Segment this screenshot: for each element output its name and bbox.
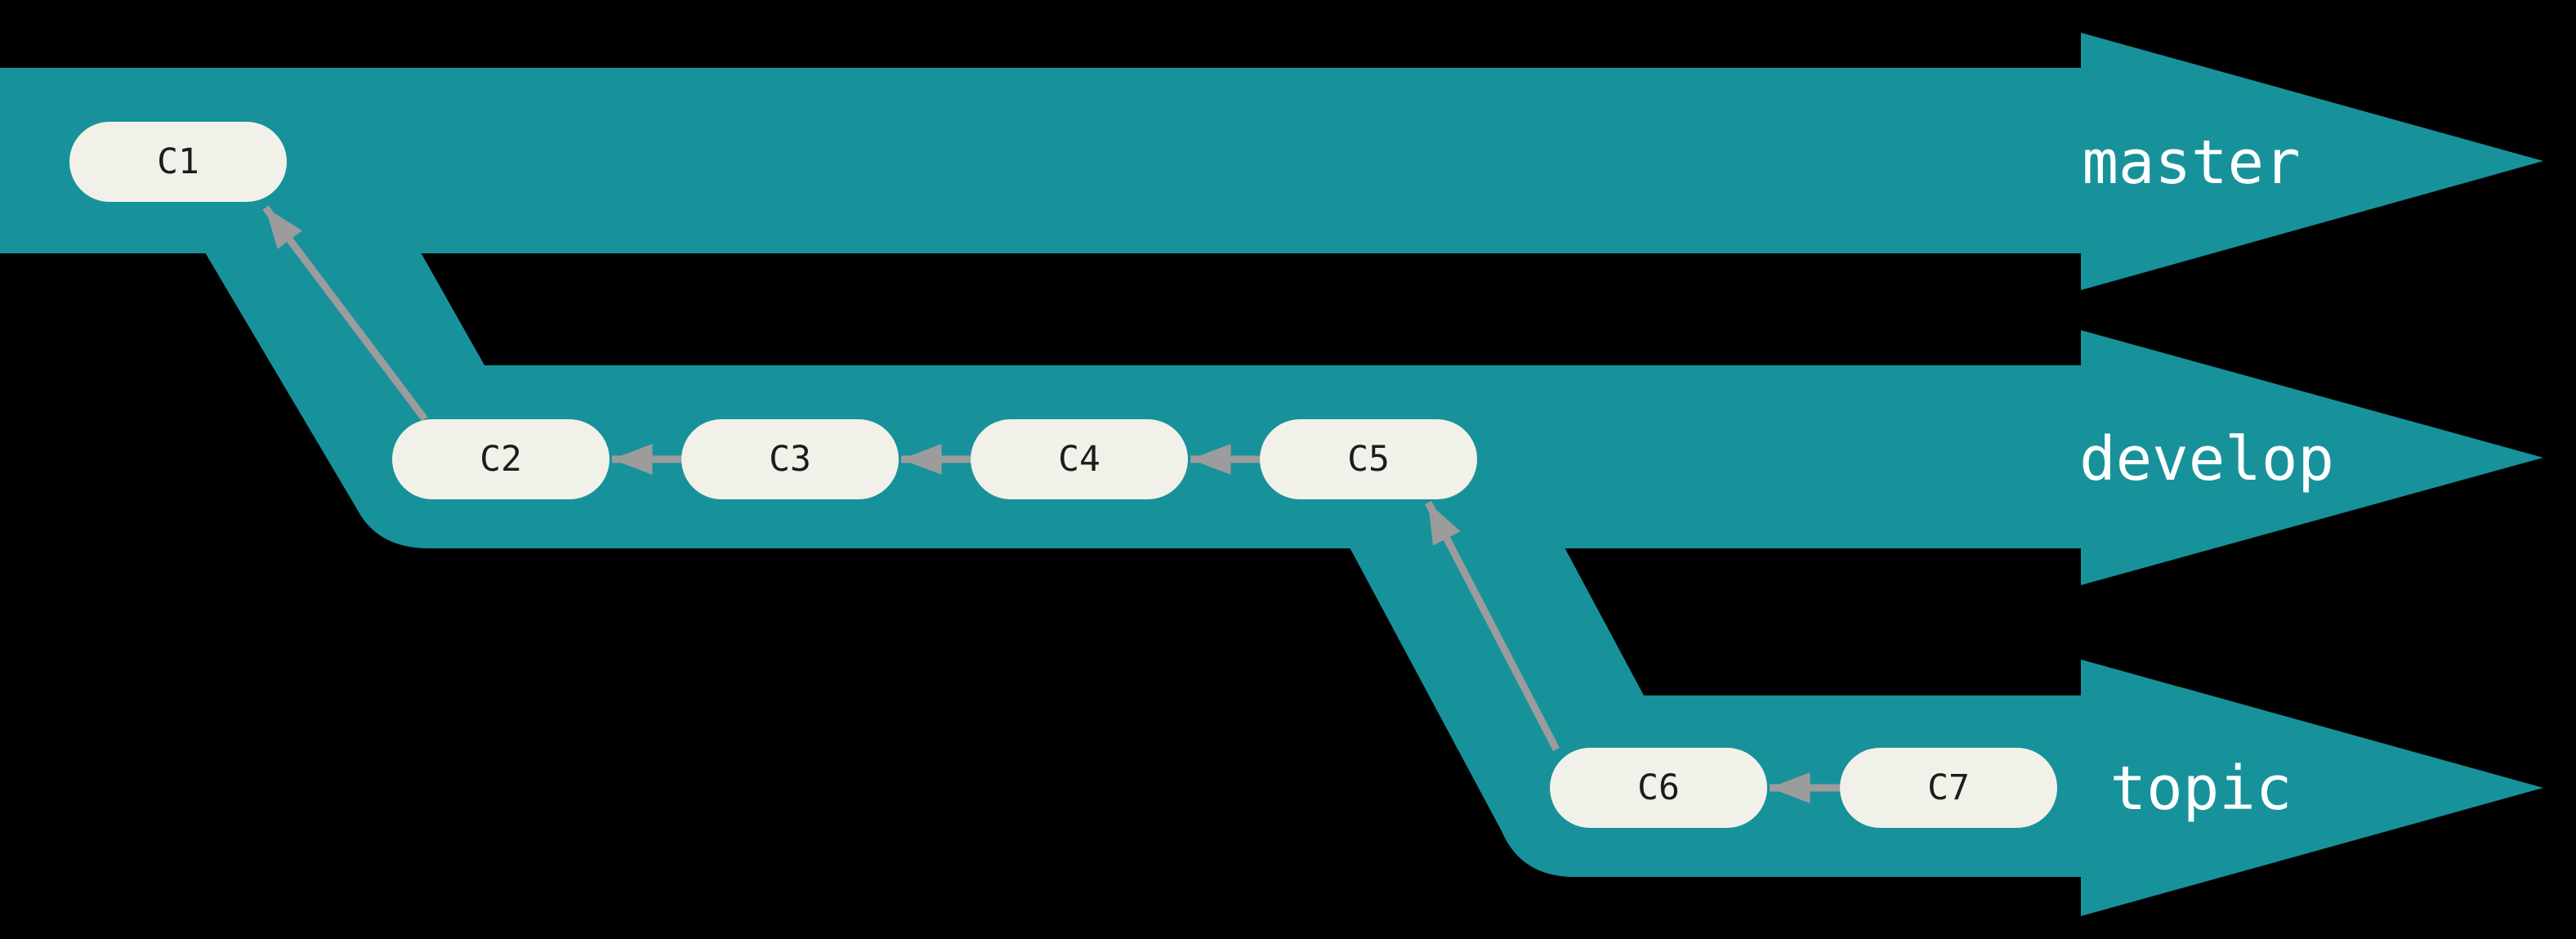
branch-label-develop: develop (2079, 424, 2334, 494)
branch-lane-develop (205, 253, 2543, 585)
commit-pill (1260, 419, 1477, 499)
commit-arrow-c6-c5 (1425, 500, 1560, 752)
commit-label: C1 (157, 141, 199, 182)
commit-label: C2 (480, 439, 522, 480)
commit-pill (1840, 748, 2057, 828)
commit-pill (971, 419, 1188, 499)
branch-lane-topic (1350, 548, 2543, 916)
commit-arrows (262, 205, 1840, 803)
branch-lane-master (0, 33, 2543, 290)
commit-node-c4: C4 (971, 419, 1188, 499)
commit-pill (681, 419, 899, 499)
commit-node-c6: C6 (1550, 748, 1767, 828)
branch-label-master: master (2082, 127, 2300, 198)
commit-label: C6 (1637, 767, 1680, 808)
commit-pill (1550, 748, 1767, 828)
commit-node-c3: C3 (681, 419, 899, 499)
commit-label: C5 (1347, 439, 1390, 480)
commit-label: C7 (1927, 767, 1970, 808)
commit-nodes: C1 C2 C3 C4 C5 C6 (69, 122, 2057, 828)
commit-label: C3 (769, 439, 811, 480)
commit-arrow-c2-c1 (262, 205, 428, 422)
commit-label: C4 (1058, 439, 1100, 480)
commit-node-c2: C2 (392, 419, 609, 499)
commit-pill (69, 122, 287, 202)
branch-labels: master develop topic (2079, 127, 2334, 824)
commit-node-c5: C5 (1260, 419, 1477, 499)
commit-node-c1: C1 (69, 122, 287, 202)
branch-label-topic: topic (2110, 753, 2293, 824)
commit-node-c7: C7 (1840, 748, 2057, 828)
commit-pill (392, 419, 609, 499)
